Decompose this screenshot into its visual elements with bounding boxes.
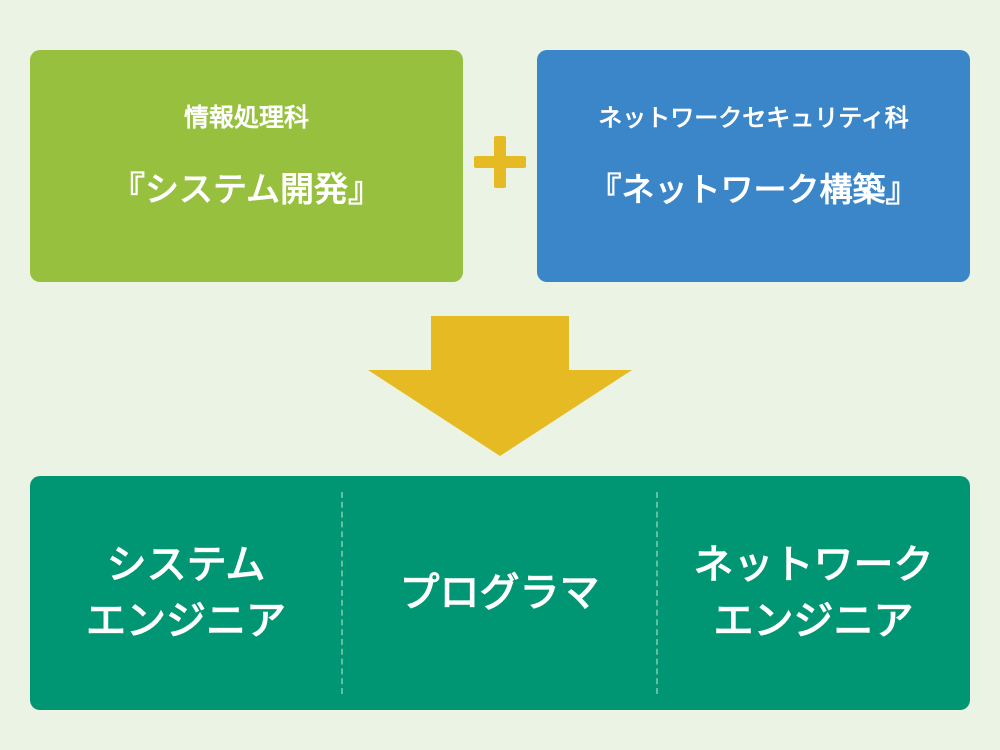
- dashed-divider: [341, 492, 343, 694]
- career-label-line2: エンジニア: [713, 598, 914, 644]
- career-programmer: プログラマ: [342, 476, 657, 710]
- career-label-line1: ネットワーク: [693, 542, 934, 588]
- dashed-divider: [656, 492, 658, 694]
- network-security-box: ネットワークセキュリティ科 『ネットワーク構築』: [537, 50, 970, 282]
- information-processing-box: 情報処理科 『システム開発』: [30, 50, 463, 282]
- career-system-engineer: システム エンジニア: [30, 476, 342, 710]
- course-name: 『ネットワーク構築』: [588, 170, 919, 209]
- career-label-line1: システム: [106, 542, 266, 588]
- careers-panel: システム エンジニア プログラマ ネットワーク エンジニア: [30, 476, 970, 710]
- career-label-line2: エンジニア: [86, 598, 286, 644]
- department-name: 情報処理科: [183, 103, 309, 132]
- career-network-engineer: ネットワーク エンジニア: [657, 476, 970, 710]
- course-name: 『システム開発』: [111, 170, 382, 210]
- down-arrow-icon: [368, 316, 632, 456]
- department-name: ネットワークセキュリティ科: [598, 104, 909, 132]
- plus-icon: [474, 136, 526, 188]
- career-label-line1: プログラマ: [399, 570, 600, 616]
